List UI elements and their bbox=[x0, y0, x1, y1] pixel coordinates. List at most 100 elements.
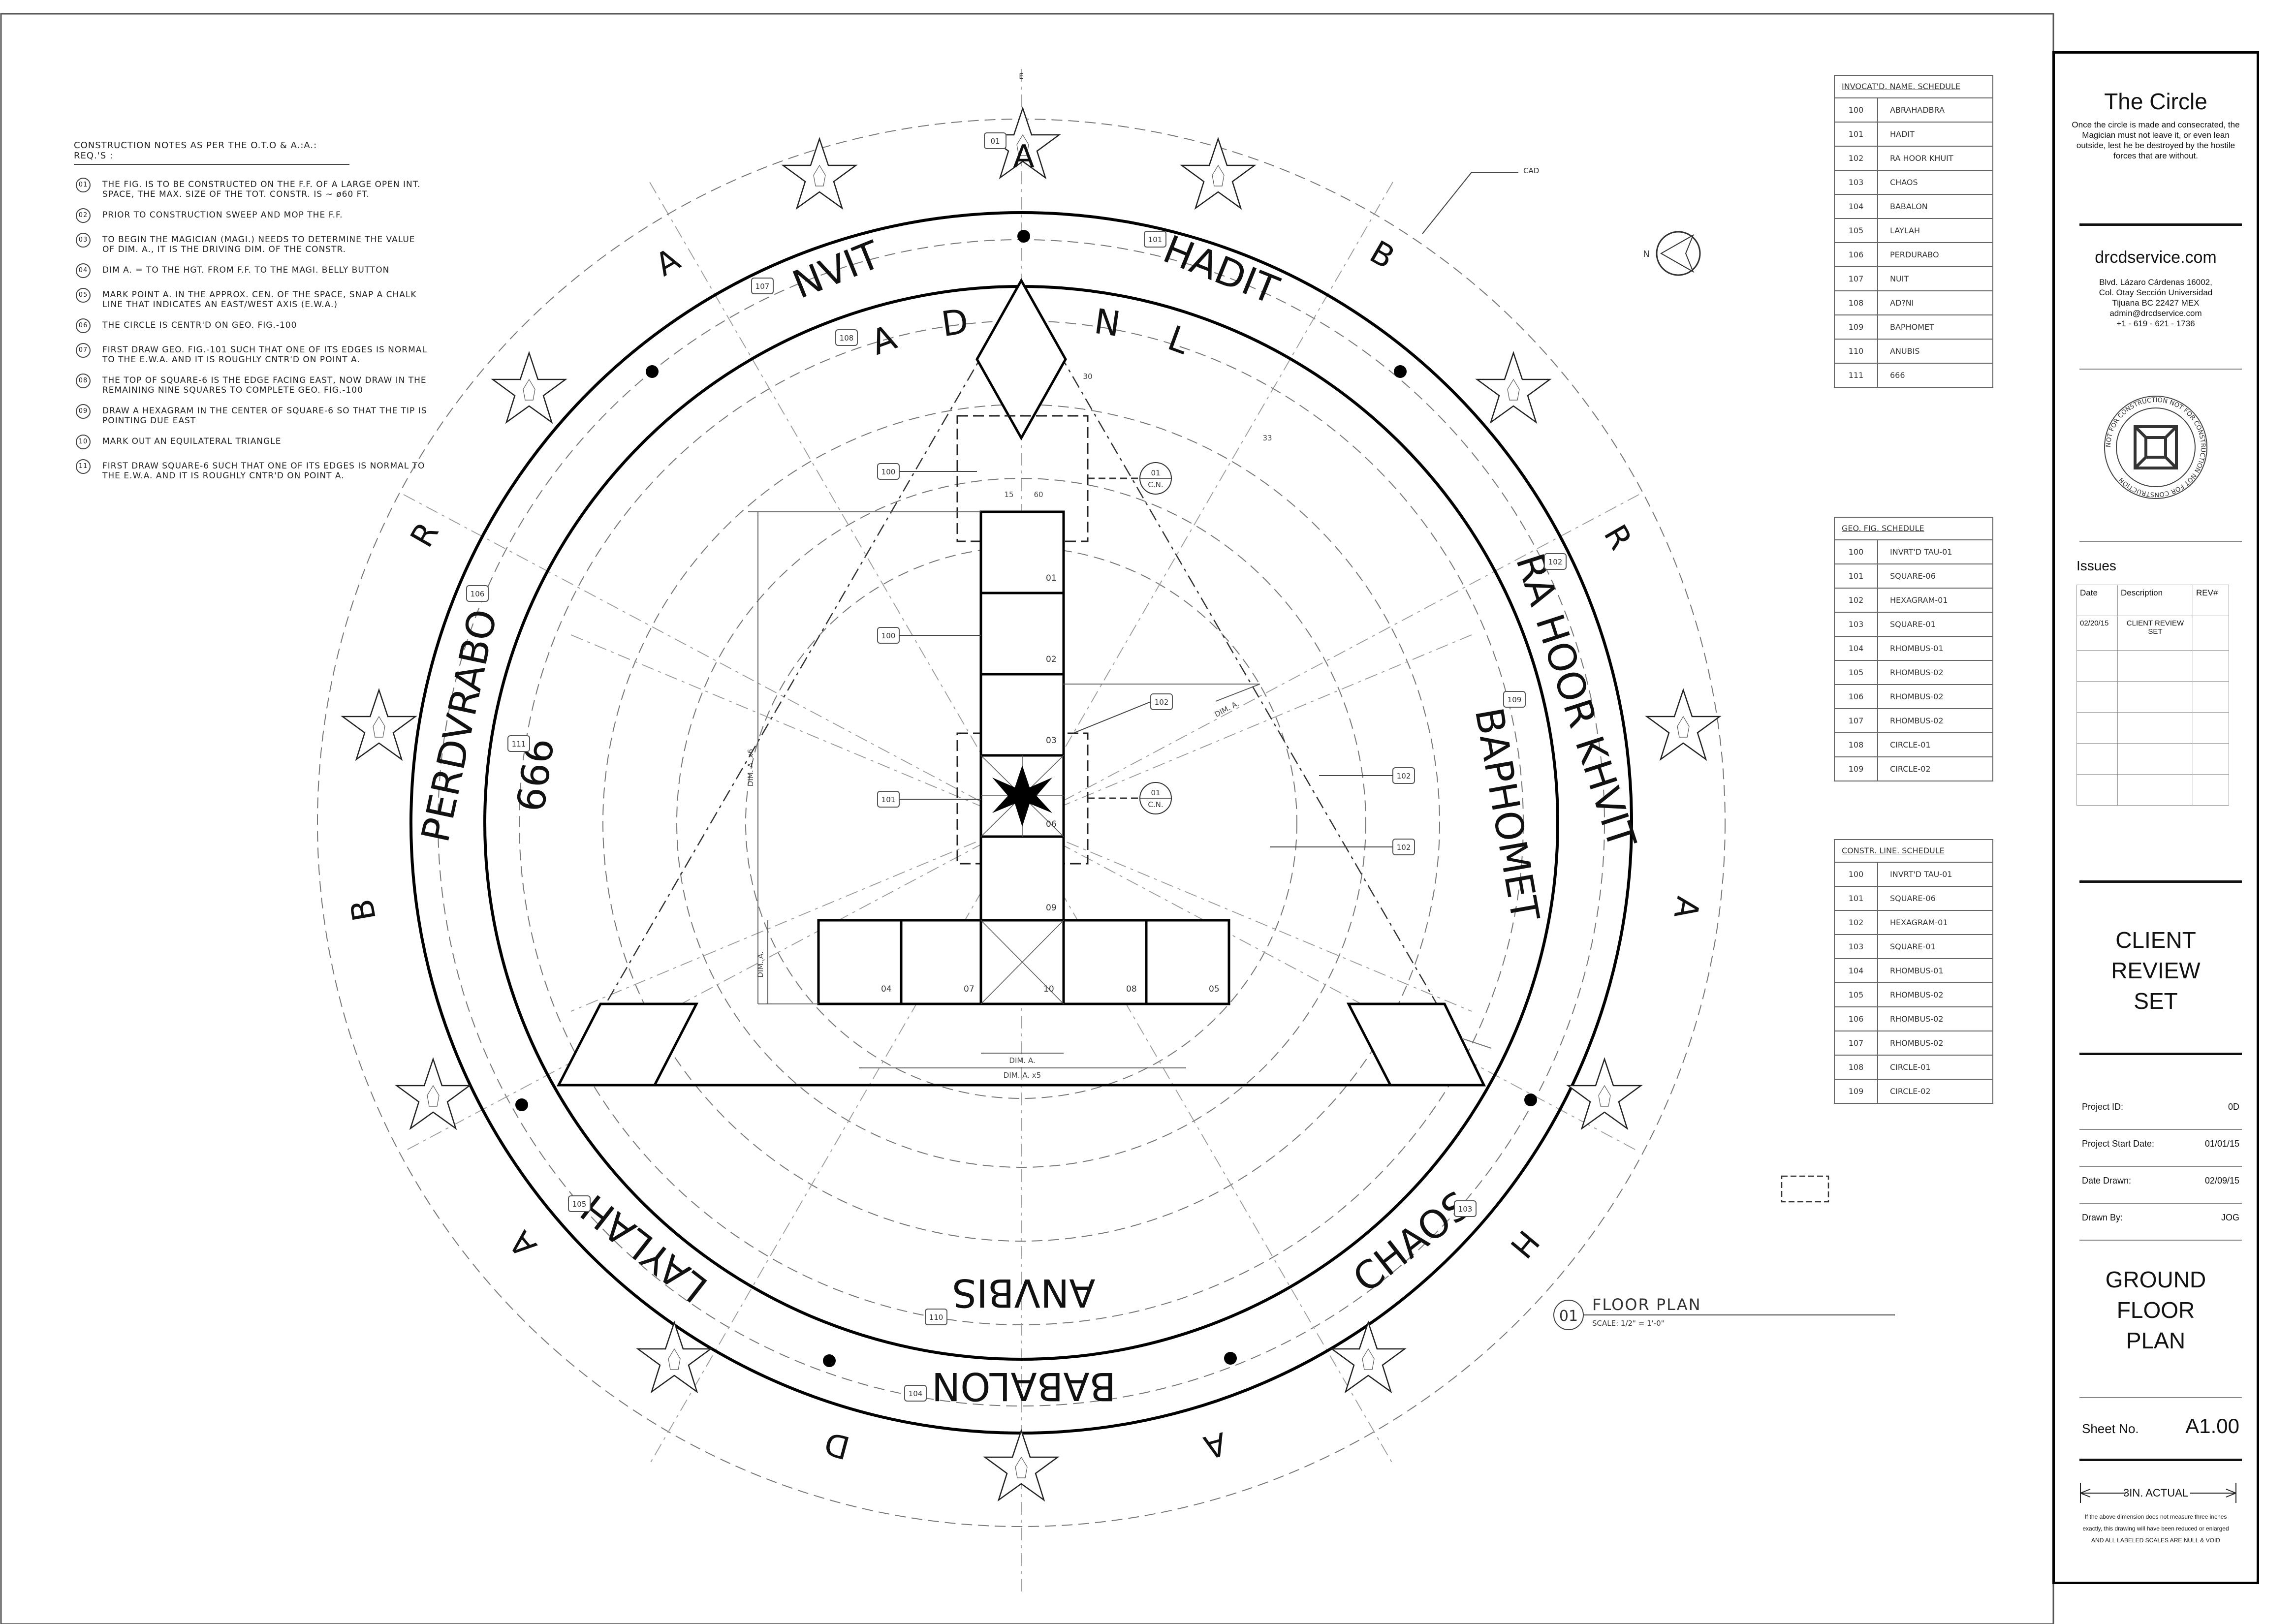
not-for-construction-stamp: NOT FOR CONSTRUCTION NOT FOR CONSTRUCTIO… bbox=[2104, 396, 2207, 499]
note-number: 05 bbox=[76, 288, 91, 303]
ring-letter: H bbox=[1503, 1223, 1546, 1264]
inner-letter: L bbox=[1163, 318, 1195, 362]
tags: 01 101 107 108 106 111 102 109 103 110 1… bbox=[466, 132, 1567, 1402]
sheet-title-line: PLAN bbox=[2126, 1328, 2186, 1353]
note-number: 11 bbox=[76, 459, 91, 474]
schedule-value: SQUARE-06 bbox=[1890, 571, 1936, 581]
scale-bar bbox=[2080, 1483, 2236, 1503]
schedule-value: CIRCLE-02 bbox=[1890, 764, 1931, 774]
issue-date: 02/20/15 bbox=[2076, 616, 2118, 651]
dim-label: 33 bbox=[1262, 434, 1272, 442]
floor-plan-label: FLOOR PLAN bbox=[1592, 1295, 1701, 1314]
schedule-tag: 104 bbox=[1835, 637, 1878, 660]
ring-letter: A bbox=[1013, 139, 1035, 175]
issues-header: Date bbox=[2076, 585, 2118, 616]
note-number: 06 bbox=[76, 318, 91, 333]
email-link[interactable]: admin@drcdservice.com bbox=[2109, 309, 2202, 318]
dim-label: 15 bbox=[1004, 490, 1013, 499]
callout-top: 01 bbox=[1151, 788, 1160, 797]
ring-letter: B bbox=[344, 896, 384, 924]
schedule-tag: 105 bbox=[1835, 219, 1878, 242]
schedule-tag: 108 bbox=[1835, 733, 1878, 756]
dim-label: DIM. A. bbox=[1213, 699, 1240, 719]
note-text: THE FIG. IS TO BE CONSTRUCTED ON THE F.F… bbox=[102, 180, 421, 199]
schedule-value: LAYLAH bbox=[1890, 226, 1920, 235]
cell-number: 02 bbox=[1046, 655, 1057, 664]
dim-label: DIM. A. x6 bbox=[746, 749, 755, 786]
schedule-value: SQUARE-01 bbox=[1890, 620, 1936, 629]
ring-letter: D bbox=[821, 1424, 854, 1466]
schedule-tag: 110 bbox=[1835, 340, 1878, 363]
callout-bottom: C.N. bbox=[1148, 800, 1163, 809]
company-name: drcdservice.com bbox=[2095, 248, 2217, 267]
scale-note: If the above dimension does not measure … bbox=[2055, 1511, 2257, 1546]
dim-label: DIM. A. bbox=[756, 951, 765, 977]
hexagram bbox=[992, 765, 1052, 827]
cell-number: 08 bbox=[1126, 984, 1137, 994]
schedule-value: CIRCLE-01 bbox=[1890, 1062, 1931, 1072]
tag-label: 102 bbox=[1397, 772, 1411, 781]
arrow-left-icon bbox=[2080, 1489, 2091, 1498]
cell-number: 04 bbox=[881, 984, 892, 994]
tag-label: 102 bbox=[1548, 558, 1563, 566]
tag-label: 110 bbox=[929, 1313, 944, 1322]
schedule-tag: 101 bbox=[1835, 887, 1878, 910]
tag-label: 108 bbox=[840, 334, 854, 343]
note-text: THE CIRCLE IS CENTR'D ON GEO. FIG.-100 bbox=[102, 320, 297, 330]
project-quote: Once the circle is made and consecrated,… bbox=[2072, 120, 2240, 160]
dimension-lines bbox=[748, 511, 1260, 1068]
north-arrow-icon bbox=[1660, 234, 1695, 273]
schedule-value: RHOMBUS-02 bbox=[1890, 692, 1944, 701]
schedule-tag: 103 bbox=[1835, 935, 1878, 958]
tag-label: 107 bbox=[755, 282, 770, 291]
schedule-value: RA HOOR KHUIT bbox=[1890, 154, 1953, 163]
inner-letter: D bbox=[939, 301, 971, 345]
schedule-row: 109 CIRCLE-02 bbox=[1835, 757, 1992, 781]
schedule-tag: 102 bbox=[1835, 911, 1878, 934]
schedule-value: RHOMBUS-01 bbox=[1890, 644, 1944, 653]
field-value: 01/01/15 bbox=[2204, 1139, 2239, 1149]
schedule-value: PERDURABO bbox=[1890, 250, 1939, 259]
field-value: JOG bbox=[2221, 1213, 2239, 1222]
schedule-tag: 101 bbox=[1835, 564, 1878, 588]
schedule-value: NUIT bbox=[1890, 274, 1909, 283]
schedule-row: 102 RA HOOR KHUIT bbox=[1835, 147, 1992, 171]
tag-label: 103 bbox=[1458, 1205, 1473, 1214]
schedule-tag: 107 bbox=[1835, 709, 1878, 732]
note-number: 01 bbox=[76, 178, 91, 192]
ring-letter: B bbox=[1363, 234, 1400, 276]
tag-label: 100 bbox=[881, 468, 896, 476]
schedule-value: 666 bbox=[1890, 371, 1905, 380]
schedule-tag: 109 bbox=[1835, 757, 1878, 781]
issues-table: Date Description REV# 02/20/15 CLIENT RE… bbox=[2076, 585, 2229, 806]
schedule-value: HADIT bbox=[1890, 129, 1915, 139]
issue-description: CLIENT REVIEW SET bbox=[2117, 616, 2193, 651]
note-text: MARK POINT A. IN THE APPROX. CEN. OF THE… bbox=[102, 290, 417, 310]
issue-rev bbox=[2193, 616, 2229, 651]
schedule-tag: 102 bbox=[1835, 147, 1878, 170]
cell-number: 03 bbox=[1046, 736, 1057, 746]
svg-text:NOT FOR CONSTRUCTION NOT FOR C: NOT FOR CONSTRUCTION NOT FOR CONSTRUCTIO… bbox=[2105, 397, 2206, 498]
field-label: Project ID: bbox=[2082, 1102, 2124, 1112]
rhombus-right bbox=[1346, 1002, 1486, 1087]
issues-header: Description bbox=[2117, 585, 2193, 616]
schedule-value: RHOMBUS-02 bbox=[1890, 990, 1944, 999]
schedule-value: BABALON bbox=[1890, 202, 1928, 211]
cad-label: CAD bbox=[1523, 166, 1539, 175]
